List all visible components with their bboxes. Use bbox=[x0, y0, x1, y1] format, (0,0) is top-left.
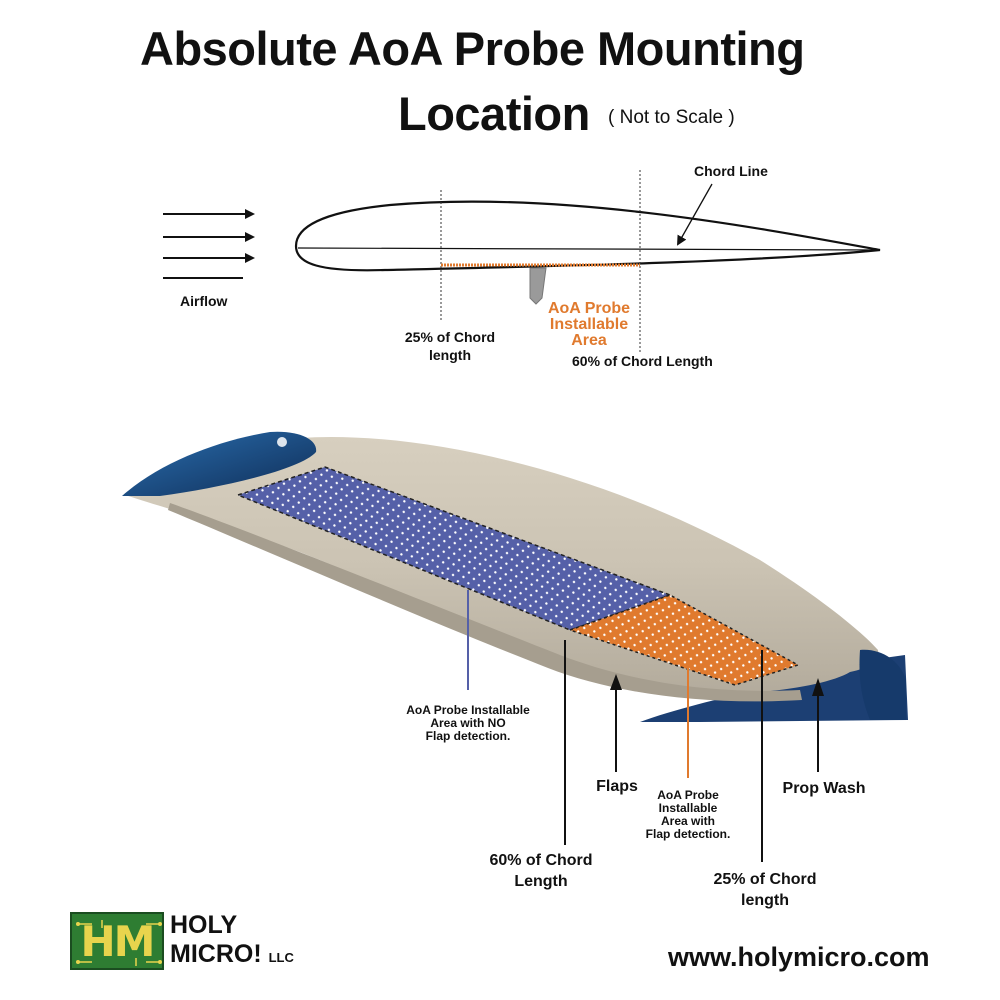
website-link[interactable]: www.holymicro.com bbox=[668, 942, 930, 972]
airfoil-pct60-label: 60% of Chord Length bbox=[572, 353, 713, 369]
scale-note: ( Not to Scale ) bbox=[608, 107, 735, 128]
title-line-1: Absolute AoA Probe Mounting bbox=[140, 22, 805, 75]
company-logo: HM bbox=[70, 912, 164, 970]
flap-detection-label: AoA Probe Installable Area with Flap det… bbox=[636, 789, 740, 841]
wing-pct25-line-1: 25% of Chord bbox=[713, 871, 817, 888]
flap-label-line-3: Area with bbox=[660, 814, 715, 828]
wing-pct60-label: 60% of Chord Length bbox=[476, 850, 606, 892]
company-name-line-1: HOLY bbox=[170, 911, 238, 939]
no-flap-label: AoA Probe Installable Area with NO Flap … bbox=[388, 704, 548, 743]
chord-line bbox=[297, 247, 881, 251]
airfoil-pct25-line-2: length bbox=[429, 347, 471, 363]
wing-pct25-label: 25% of Chord length bbox=[700, 869, 830, 911]
chord-line-label: Chord Line bbox=[694, 163, 768, 179]
flaps-label: Flaps bbox=[596, 778, 638, 795]
wing-pct60-line-1: 60% of Chord bbox=[489, 852, 593, 869]
flap-label-line-4: Flap detection. bbox=[645, 827, 731, 841]
airfoil-pct25-line-1: 25% of Chord bbox=[404, 329, 496, 345]
wing-pct25-line-2: length bbox=[741, 892, 789, 909]
airfoil-outline bbox=[294, 200, 881, 272]
no-flap-line-1: AoA Probe Installable bbox=[406, 703, 530, 717]
probe-icon bbox=[529, 267, 547, 305]
flap-label-line-1: AoA Probe bbox=[657, 788, 719, 802]
title-line-2: Location bbox=[398, 87, 590, 140]
airfoil-pct25-label: 25% of Chord length bbox=[395, 328, 505, 364]
flap-zone bbox=[567, 594, 800, 686]
company-name-line-2-wrap: MICRO! LLC bbox=[170, 942, 294, 970]
prop-wash-label: Prop Wash bbox=[782, 780, 866, 797]
probe-area-label-line-1: AoA Probe bbox=[547, 300, 631, 317]
company-suffix: LLC bbox=[268, 950, 294, 965]
wing-pct60-line-2: Length bbox=[514, 873, 568, 890]
logo-circuit-icon bbox=[76, 920, 162, 966]
probe-area-label-line-3: Area bbox=[571, 332, 607, 349]
no-flap-line-2: Area with NO bbox=[430, 716, 506, 730]
airflow-arrows bbox=[163, 209, 255, 279]
airflow-label: Airflow bbox=[180, 293, 228, 309]
probe-area-label: AoA Probe Installable Area bbox=[539, 301, 639, 349]
flap-label-line-2: Installable bbox=[658, 801, 718, 815]
no-flap-zone bbox=[235, 466, 673, 631]
logo-letters: HM bbox=[80, 917, 156, 966]
no-flap-line-3: Flap detection. bbox=[425, 729, 511, 743]
probe-area-label-line-2: Installable bbox=[549, 316, 629, 333]
company-name-line-2: MICRO! bbox=[170, 940, 262, 968]
wingtip bbox=[122, 431, 317, 496]
